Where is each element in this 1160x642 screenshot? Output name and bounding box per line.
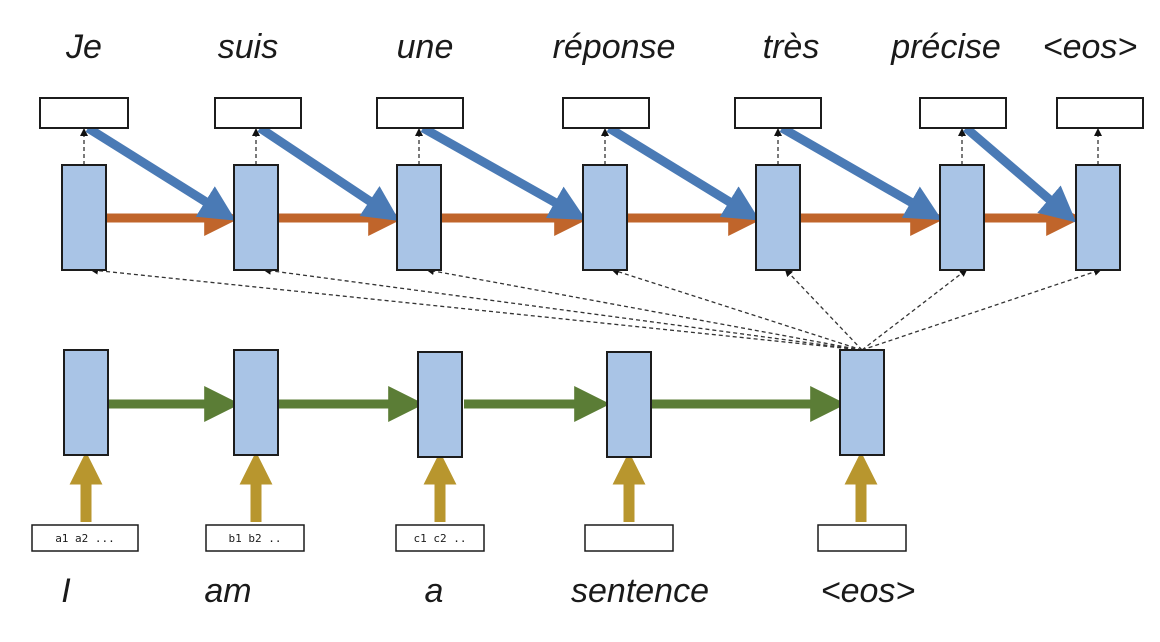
encoder-cell [606,351,652,458]
target-words: Je suis une réponse très précise <eos> [65,28,1137,66]
encoder-cell [233,349,279,456]
source-words: I am a sentence <eos> [61,572,915,610]
source-word: <eos> [821,572,916,610]
output-box [1056,97,1144,129]
embedding-label: a1 a2 ... [55,532,115,545]
attention-line [784,268,863,351]
attention-line [426,267,863,351]
decoder-cell [1075,164,1121,271]
decoder-cell [61,164,107,271]
output-box [39,97,129,129]
embedding-label: c1 c2 .. [414,532,467,545]
decoder-feedback-arrows [85,124,1077,223]
source-word: sentence [571,572,709,610]
decoder-feedback-arrow [779,124,943,221]
decoder-output-boxes [39,97,1144,129]
output-box [919,97,1007,129]
embedding-box [395,524,485,552]
decoder-cell [582,164,628,271]
target-word: une [397,28,454,66]
embedding-boxes [31,524,907,552]
embedding-box [31,524,139,552]
encoder-cell [839,349,885,456]
target-word: précise [890,28,1001,66]
output-box [214,97,302,129]
embedding-box [817,524,907,552]
target-word: réponse [553,28,676,66]
source-word: I [61,572,71,610]
encoder-cells [63,349,885,458]
decoder-cell [755,164,801,271]
decoder-feedback-arrow [606,124,760,221]
decoder-feedback-arrow [85,124,236,221]
target-word: très [763,28,820,66]
encoder-cell [417,351,463,458]
target-word: <eos> [1043,28,1138,66]
output-box [376,97,464,129]
target-word: Je [65,28,102,66]
source-word: a [425,572,444,610]
decoder-cell [396,164,442,271]
encoder-cell [63,349,109,456]
embedding-box [584,524,674,552]
decoder-cell [939,164,985,271]
attention-lines [90,266,1102,351]
decoder-output-links [80,128,1102,165]
attention-line [263,266,863,351]
decoder-feedback-arrow [420,124,587,220]
source-word: am [204,572,251,610]
attention-line [90,266,863,351]
attention-line [861,268,968,351]
decoder-cell [233,164,279,271]
decoder-cells [61,164,1121,271]
decoder-feedback-arrow [963,124,1077,223]
decoder-feedback-arrow [257,124,400,221]
output-box [734,97,822,129]
embedding-box [205,524,305,552]
attention-line [611,268,863,351]
input-arrows [69,451,878,522]
output-box [562,97,650,129]
embedding-labels: a1 a2 ... b1 b2 .. c1 c2 .. [55,532,466,545]
target-word: suis [218,28,278,66]
attention-line [861,268,1102,351]
embedding-label: b1 b2 .. [229,532,282,545]
